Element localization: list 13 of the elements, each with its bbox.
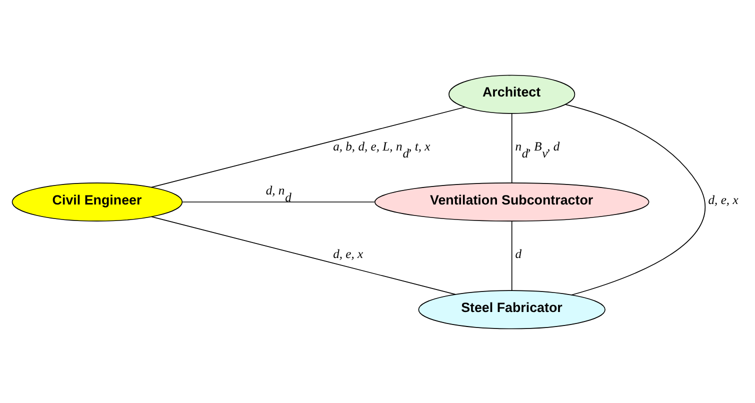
connector <box>511 220 512 290</box>
connector <box>151 216 456 294</box>
node-ellipse: Ventilation Subcontractor <box>374 182 650 222</box>
node-ellipse: Civil Engineer <box>12 182 183 222</box>
node-ellipse: Steel Fabricator <box>418 290 606 329</box>
connector <box>564 104 706 295</box>
connector <box>511 112 512 183</box>
edge-label: d <box>515 246 522 260</box>
connector <box>182 201 375 202</box>
edge-label: d, e, x <box>333 246 364 260</box>
connector <box>150 106 466 188</box>
node-ellipse: Architect <box>448 74 576 114</box>
edge-label: d, e, x <box>708 192 738 207</box>
